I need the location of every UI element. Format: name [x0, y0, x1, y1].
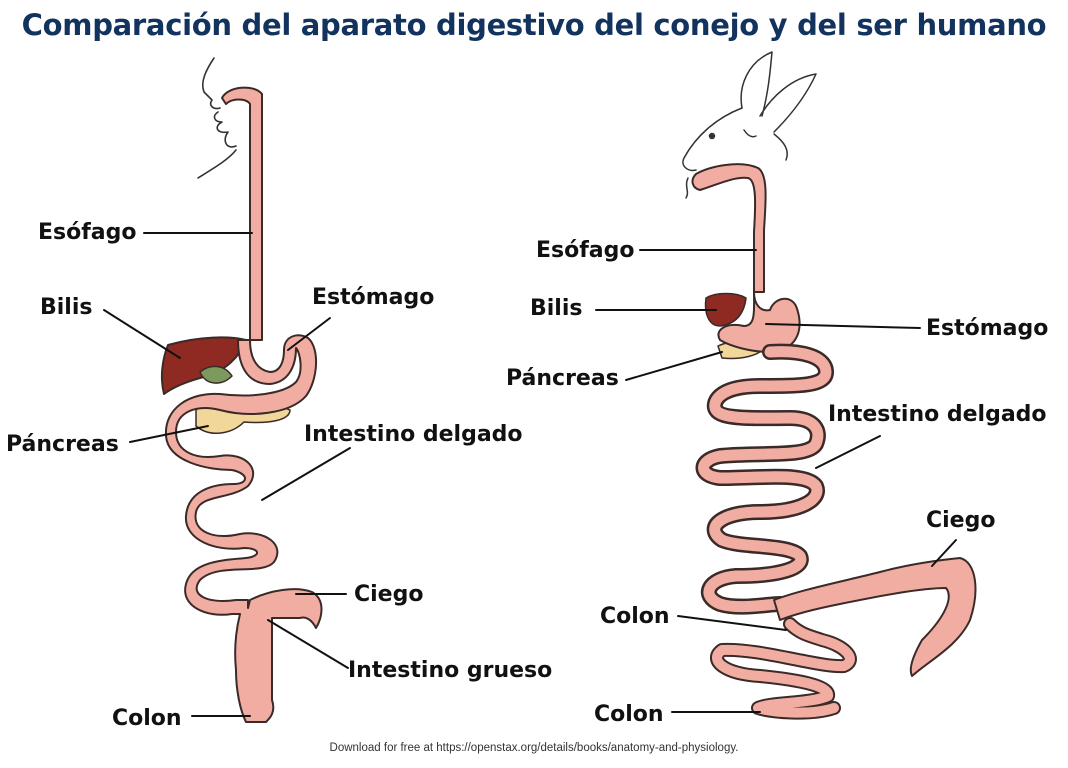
human-label-ciego: Ciego: [354, 582, 424, 607]
human-label-estomago: Estómago: [312, 285, 435, 310]
human-label-pancreas: Páncreas: [6, 432, 119, 457]
rabbit-label-esofago: Esófago: [536, 238, 635, 263]
rabbit-label-ciego: Ciego: [926, 508, 996, 533]
rabbit-head-sketch: [682, 51, 817, 199]
human-gallbladder: [199, 365, 233, 384]
rabbit-label-intestino-delgado: Intestino delgado: [828, 402, 1047, 427]
human-label-esofago: Esófago: [38, 220, 137, 245]
human-label-intestino-delgado: Intestino delgado: [304, 422, 523, 447]
human-label-colon: Colon: [112, 706, 182, 731]
rabbit-label-bilis: Bilis: [530, 296, 583, 321]
human-face-sketch: [197, 57, 237, 179]
rabbit-label-colon-upper: Colon: [600, 604, 670, 629]
human-esophagus: [221, 86, 263, 341]
source-credit: Download for free at https://openstax.or…: [329, 742, 739, 754]
human-leader-lines: [103, 232, 351, 717]
human-liver: [160, 336, 247, 395]
rabbit-label-estomago: Estómago: [926, 316, 1049, 341]
human-label-intestino-grueso: Intestino grueso: [348, 658, 553, 683]
rabbit-label-colon-lower: Colon: [594, 702, 664, 727]
rabbit-label-pancreas: Páncreas: [506, 366, 619, 391]
human-label-bilis: Bilis: [40, 295, 93, 320]
diagram-title: Comparación del aparato digestivo del co…: [21, 8, 1047, 42]
human-stomach-intestine: [164, 334, 323, 723]
rabbit-leader-lines: [595, 249, 957, 713]
rabbit-cecum: [773, 557, 977, 677]
rabbit-liver: [704, 292, 747, 327]
rabbit-esophagus: [691, 163, 767, 293]
